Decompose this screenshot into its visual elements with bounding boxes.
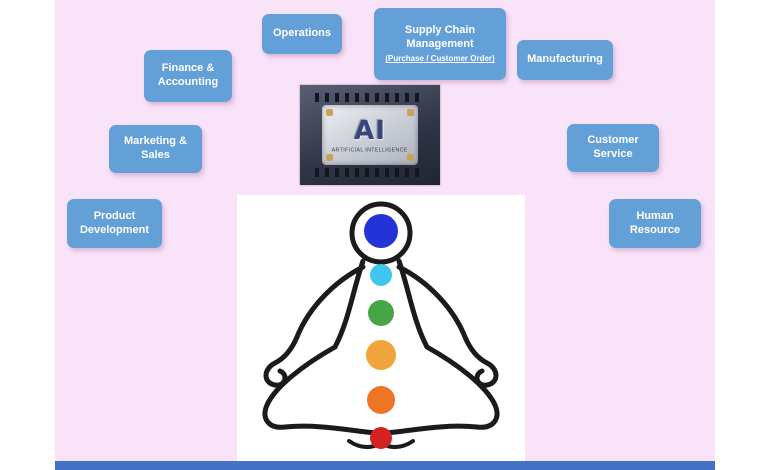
meditation-figure	[237, 195, 525, 461]
label-manufacturing-text: Manufacturing	[527, 53, 603, 66]
chip-caption: ARTIFICIAL INTELLIGENCE	[331, 147, 409, 154]
chakra-throat	[370, 264, 392, 286]
label-manufacturing: Manufacturing	[517, 40, 613, 80]
chip-pins-bottom	[315, 168, 425, 177]
label-marketing-sales-text: Marketing & Sales	[124, 135, 187, 161]
label-human-resource-text: Human Resource	[629, 209, 681, 236]
label-customer-service: Customer Service	[567, 124, 659, 172]
label-product-development: Product Development	[67, 199, 162, 248]
arm-right	[396, 264, 499, 388]
leg-left	[262, 344, 392, 436]
chakra-solar-plexus	[366, 340, 396, 370]
chip-body: AI ARTIFICIAL INTELLIGENCE	[322, 105, 418, 165]
chakra-heart	[368, 300, 394, 326]
chakra-root	[370, 427, 392, 449]
ai-chip-image: AI ARTIFICIAL INTELLIGENCE	[300, 85, 440, 185]
label-operations-text: Operations	[272, 27, 332, 40]
label-product-development-text: Product Development	[79, 209, 150, 236]
chip-ai-label: AI	[354, 116, 386, 146]
chip-pins-top	[315, 93, 425, 102]
label-operations: Operations	[262, 14, 342, 54]
label-finance-accounting-text: Finance & Accounting	[157, 62, 219, 88]
label-marketing-sales: Marketing & Sales	[109, 125, 202, 173]
label-finance-accounting: Finance & Accounting	[144, 50, 232, 102]
label-customer-service-text: Customer Service	[587, 134, 639, 160]
label-supply-chain: Supply Chain Management (Purchase / Cust…	[374, 8, 506, 80]
chakra-crown	[364, 214, 398, 248]
supply-chain-subtitle: (Purchase / Customer Order)	[385, 54, 495, 64]
supply-chain-title: Supply Chain Management	[404, 23, 476, 50]
leg-right	[370, 344, 500, 436]
footer-bar	[55, 461, 715, 470]
chip-gold-pads	[326, 109, 333, 116]
label-human-resource: Human Resource	[609, 199, 701, 248]
arm-left	[263, 264, 366, 388]
chakra-sacral	[367, 386, 395, 414]
meditation-figure-svg	[262, 201, 500, 449]
